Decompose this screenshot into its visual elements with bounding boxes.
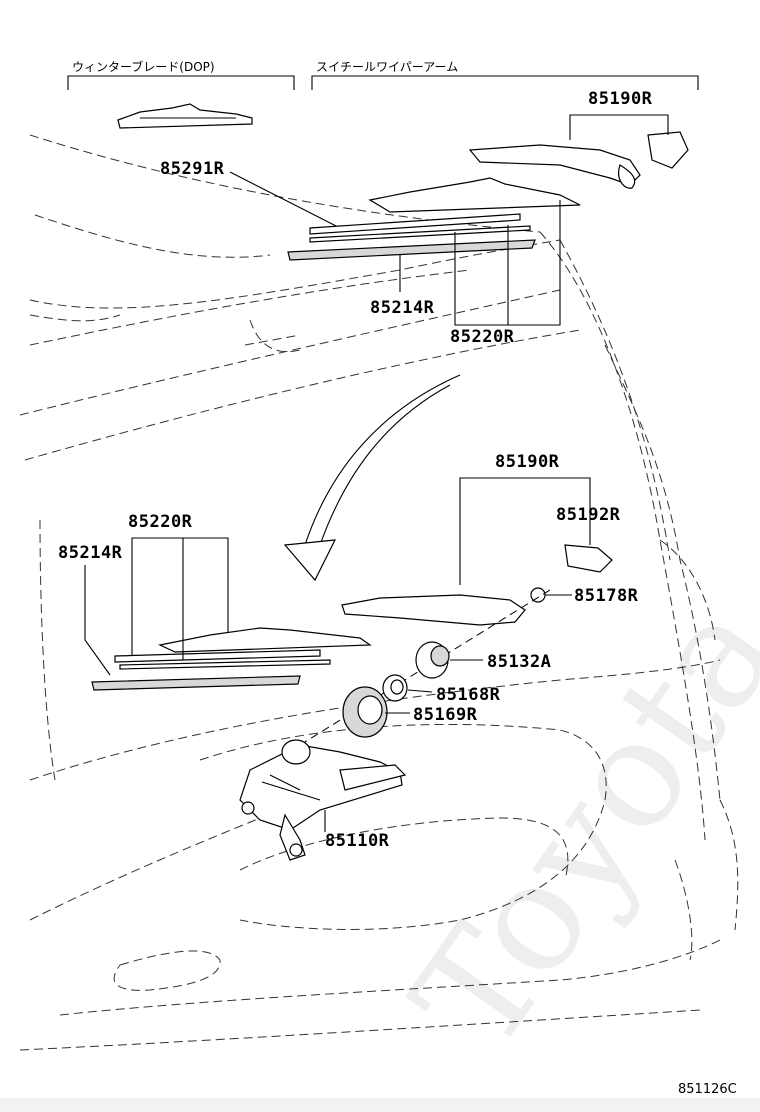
part-label-85190R-top[interactable]: 85190R [588, 89, 653, 109]
part-label-85110R[interactable]: 85110R [325, 831, 390, 851]
part-label-85178R[interactable]: 85178R [574, 586, 639, 606]
part-label-85132A[interactable]: 85132A [487, 652, 551, 672]
part-label-85220R-bottom[interactable]: 85220R [128, 512, 193, 532]
bottom-strip [0, 1098, 760, 1112]
part-label-85190R-bottom[interactable]: 85190R [495, 452, 560, 472]
pivot-nut [415, 641, 450, 679]
part-label-85291R[interactable]: 85291R [160, 159, 225, 179]
leader-85214R-bottom [84, 565, 111, 676]
header-winter-blade: ウィンターブレード(DOP) [72, 59, 215, 74]
header-steel-wiper-arm: スイチールワイパーアーム [316, 60, 458, 74]
bottom-wiper-arm [341, 544, 613, 626]
washer [382, 674, 408, 702]
header-bracket-winter-blade [67, 75, 295, 90]
part-label-85168R[interactable]: 85168R [436, 685, 501, 705]
header-bracket-steel-arm [311, 75, 699, 90]
leader-85190R-bottom [459, 477, 591, 585]
part-label-85169R[interactable]: 85169R [413, 705, 478, 725]
part-label-85192R[interactable]: 85192R [556, 505, 621, 525]
leader-85168R [407, 689, 433, 693]
part-label-85214R-bottom[interactable]: 85214R [58, 543, 123, 563]
diagram-code: 851126C [678, 1082, 737, 1097]
cushion [342, 686, 388, 738]
leader-85220R-bottom [131, 537, 229, 655]
wiper-motor [239, 739, 407, 861]
leader-85190R-top [569, 114, 669, 140]
top-wiper-blade [287, 177, 581, 261]
bottom-wiper-blade [91, 627, 372, 691]
winter-blade [117, 103, 253, 129]
part-label-85214R-top[interactable]: 85214R [370, 298, 435, 318]
leader-85291R [229, 171, 341, 229]
direction-arrow [283, 374, 461, 582]
top-wiper-arm [468, 131, 689, 189]
part-label-85220R-top[interactable]: 85220R [450, 327, 515, 347]
